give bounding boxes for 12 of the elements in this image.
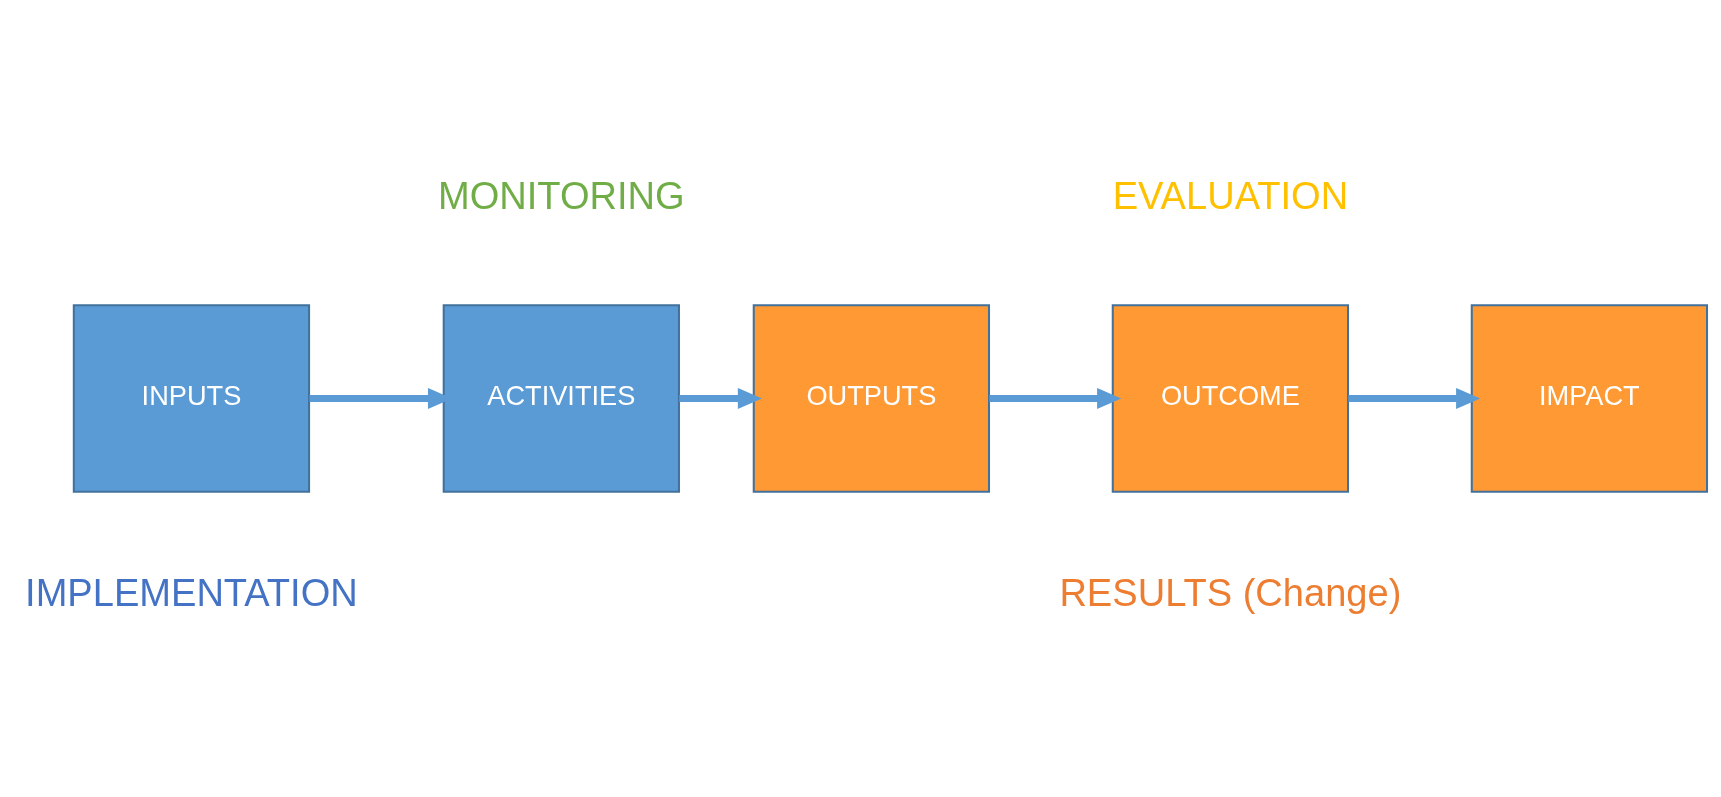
node-box: OUTCOME: [1111, 304, 1350, 493]
node-box: IMPACT: [1470, 304, 1709, 493]
label: MONITORING: [437, 175, 685, 218]
label: RESULTS (Change): [1059, 572, 1402, 615]
label: EVALUATION: [1112, 175, 1349, 218]
arrow: [989, 387, 1122, 410]
node-box: INPUTS: [72, 304, 311, 493]
node-box: OUTPUTS: [752, 304, 991, 493]
arrow: [679, 387, 762, 410]
node-box: ACTIVITIES: [442, 304, 680, 493]
arrow: [1348, 387, 1481, 410]
label: IMPLEMENTATION: [25, 572, 358, 615]
